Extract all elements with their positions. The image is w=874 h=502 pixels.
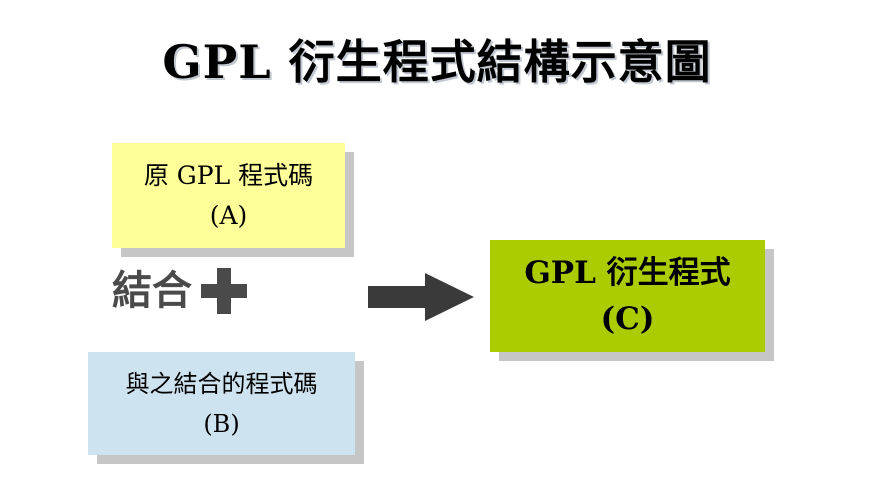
node-original-gpl-source: 原 GPL 程式碼 (A) xyxy=(112,143,345,248)
right-arrow-icon xyxy=(368,273,474,321)
node-a-line2: (A) xyxy=(209,200,248,230)
node-a-line1: 原 GPL 程式碼 xyxy=(143,160,314,190)
node-c-line2: (C) xyxy=(600,301,655,337)
node-c-line1: GPL 衍生程式 xyxy=(524,255,731,291)
node-gpl-derivative-work: GPL 衍生程式 (C) xyxy=(490,240,765,352)
page-title: GPL 衍生程式結構示意圖 xyxy=(162,35,712,89)
node-b-line1: 與之結合的程式碼 xyxy=(125,369,318,398)
node-combined-source: 與之結合的程式碼 (B) xyxy=(88,352,355,455)
combine-label: 結合 xyxy=(112,268,192,314)
node-b-line2: (B) xyxy=(203,409,240,438)
plus-icon xyxy=(196,263,252,319)
combine-operator-group: 結合 xyxy=(112,262,252,320)
